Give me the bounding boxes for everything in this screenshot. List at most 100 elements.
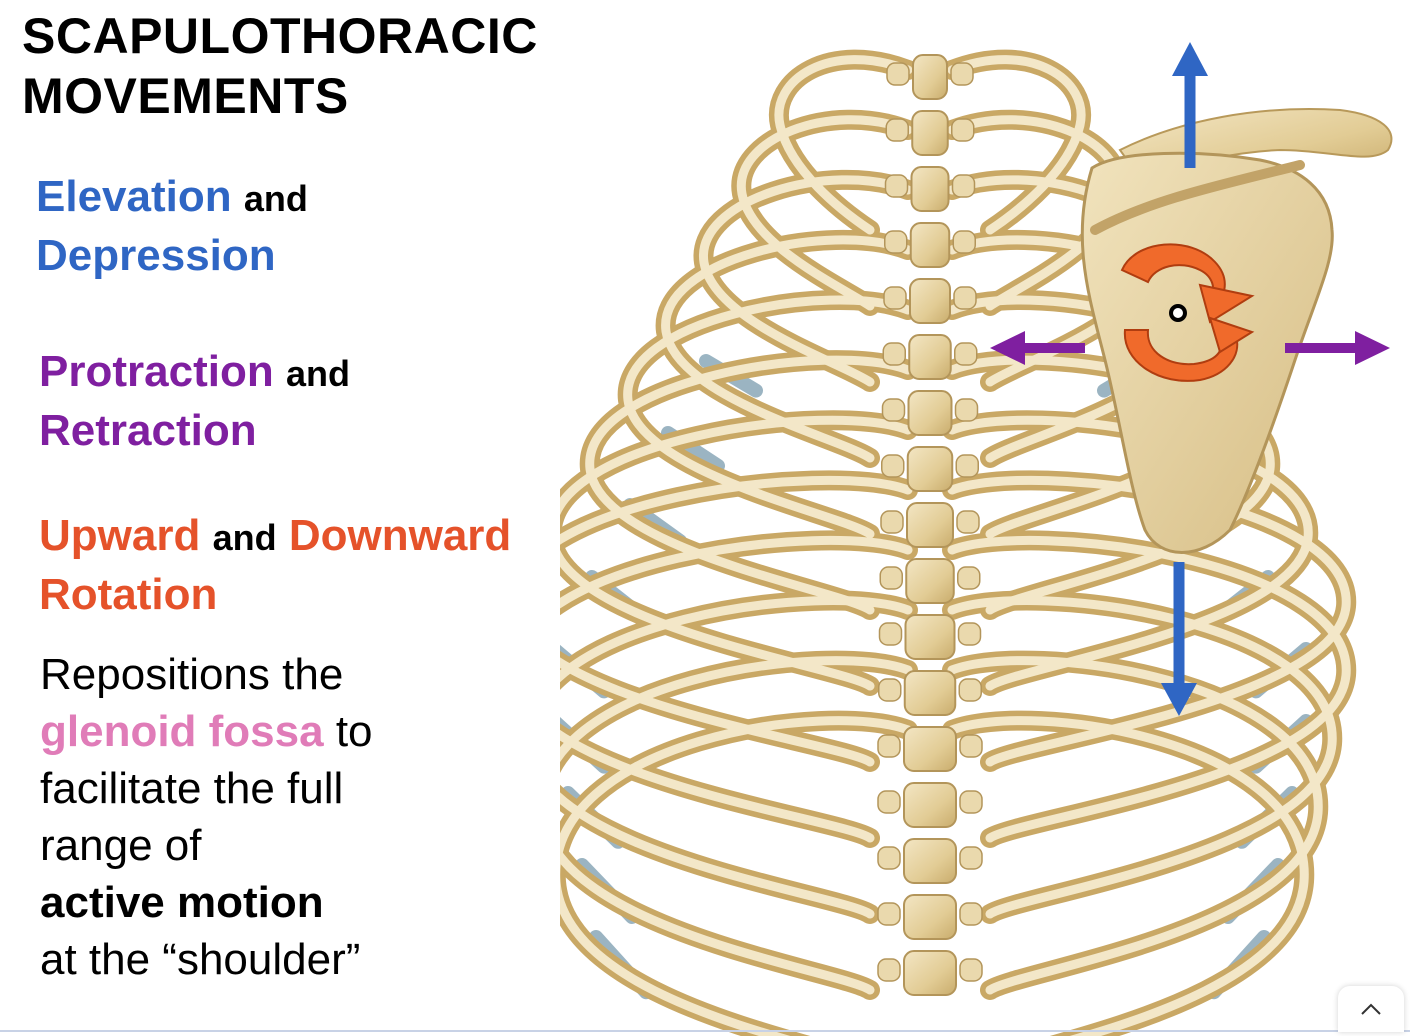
transverse-process-left — [877, 902, 901, 926]
slide-title: SCAPULOTHORACIC MOVEMENTS — [22, 6, 538, 126]
description: Repositions the glenoid fossa to facilit… — [40, 646, 373, 988]
left-rib-highlight — [560, 535, 913, 843]
right-rib-highlight — [947, 415, 1313, 691]
and-text: and — [243, 178, 308, 219]
left-rib-highlight — [699, 175, 913, 387]
depression-arrowhead — [1161, 683, 1197, 716]
active-motion-text: active motion — [40, 878, 324, 927]
left-rib-highlight — [623, 295, 913, 539]
left-rib-highlight — [560, 475, 913, 767]
transverse-process-left — [884, 174, 909, 198]
transverse-process-left — [877, 734, 901, 758]
rotation-label: Upward and Downward Rotation — [39, 507, 511, 623]
transverse-process-left — [877, 790, 901, 814]
left-ribs-highlight — [560, 55, 913, 1036]
rotation-text: Rotation — [39, 570, 218, 619]
transverse-process-left — [881, 398, 906, 422]
vertebra — [909, 278, 951, 324]
vertebra — [904, 614, 956, 660]
transverse-process-right — [952, 230, 976, 254]
transverse-process-right — [957, 566, 981, 590]
desc-line-6: at the “shoulder” — [40, 935, 361, 984]
transverse-process-left — [879, 566, 903, 590]
vertebra — [903, 670, 957, 716]
vertebra — [906, 502, 954, 548]
transverse-process-right — [951, 174, 976, 198]
downward-text: Downward — [288, 511, 512, 560]
transverse-process-right — [959, 958, 983, 982]
protraction-text: Protraction — [39, 347, 274, 396]
depression-text: Depression — [36, 231, 276, 280]
transverse-process-right — [957, 622, 982, 646]
rotation-axis-point — [1169, 304, 1187, 322]
transverse-process-right — [959, 846, 983, 870]
thoracic-cage-illustration — [560, 42, 1393, 1036]
desc-line-3: facilitate the full — [40, 764, 344, 813]
left-rib-highlight — [560, 656, 913, 995]
rotation-arrow — [1120, 243, 1255, 382]
desc-line-1: Repositions the — [40, 650, 344, 699]
title-line-1: SCAPULOTHORACIC — [22, 8, 538, 64]
right-rib-highlight — [947, 475, 1351, 767]
right-rib-highlight — [947, 656, 1323, 995]
transverse-process-right — [956, 510, 980, 534]
vertebral-column — [877, 54, 983, 996]
vertebra — [910, 166, 950, 212]
elevation-arrowhead — [1172, 42, 1208, 76]
transverse-process-right — [959, 790, 983, 814]
vertebra — [906, 446, 954, 492]
scroll-up-button[interactable] — [1338, 986, 1404, 1032]
vertebra — [909, 222, 951, 268]
desc-line-4: range of — [40, 821, 202, 870]
transverse-process-left — [881, 454, 905, 478]
transverse-process-left — [877, 846, 901, 870]
vertebra — [907, 390, 953, 436]
vertebra — [903, 726, 957, 772]
retraction-text: Retraction — [39, 406, 257, 455]
transverse-process-left — [878, 622, 903, 646]
elevation-text: Elevation — [36, 172, 232, 221]
transverse-process-left — [886, 62, 910, 86]
transverse-process-right — [955, 454, 979, 478]
transverse-process-right — [954, 342, 978, 366]
vertebra — [912, 54, 948, 100]
chevron-up-icon — [1361, 1003, 1381, 1015]
right-rib-highlight — [947, 596, 1337, 919]
vertebra — [908, 334, 952, 380]
left-rib-highlight — [585, 355, 913, 615]
left-rib — [768, 49, 918, 240]
vertebra — [903, 950, 957, 996]
desc-to: to — [323, 707, 373, 756]
vertebra — [911, 110, 949, 156]
scapular-spine — [1090, 160, 1305, 235]
protraction-retraction-label: Protraction and Retraction — [39, 343, 350, 459]
retraction-arrowhead — [1355, 331, 1390, 365]
and-text: and — [212, 517, 277, 558]
title-line-2: MOVEMENTS — [22, 68, 349, 124]
and-text: and — [285, 353, 350, 394]
left-rib-highlight — [736, 115, 913, 311]
upward-text: Upward — [39, 511, 201, 560]
vertebra — [903, 782, 957, 828]
left-rib-highlight — [560, 596, 913, 919]
vertebra — [905, 558, 955, 604]
left-rib-highlight — [560, 716, 913, 1036]
transverse-process-left — [884, 230, 908, 254]
transverse-process-left — [877, 958, 901, 982]
left-rib-highlight — [560, 415, 913, 691]
right-rib-highlight — [947, 535, 1351, 843]
vertebra — [903, 838, 957, 884]
right-rib-highlight — [947, 55, 1086, 235]
protraction-arrowhead — [990, 331, 1025, 365]
transverse-process-right — [959, 734, 983, 758]
transverse-process-right — [950, 62, 974, 86]
transverse-process-left — [882, 342, 906, 366]
transverse-process-right — [959, 902, 983, 926]
transverse-process-right — [958, 678, 982, 702]
transverse-process-right — [953, 286, 977, 310]
transverse-process-left — [878, 678, 902, 702]
right-rib-highlight — [947, 355, 1275, 615]
glenoid-fossa-text: glenoid fossa — [40, 707, 324, 756]
right-rib — [942, 49, 1092, 240]
